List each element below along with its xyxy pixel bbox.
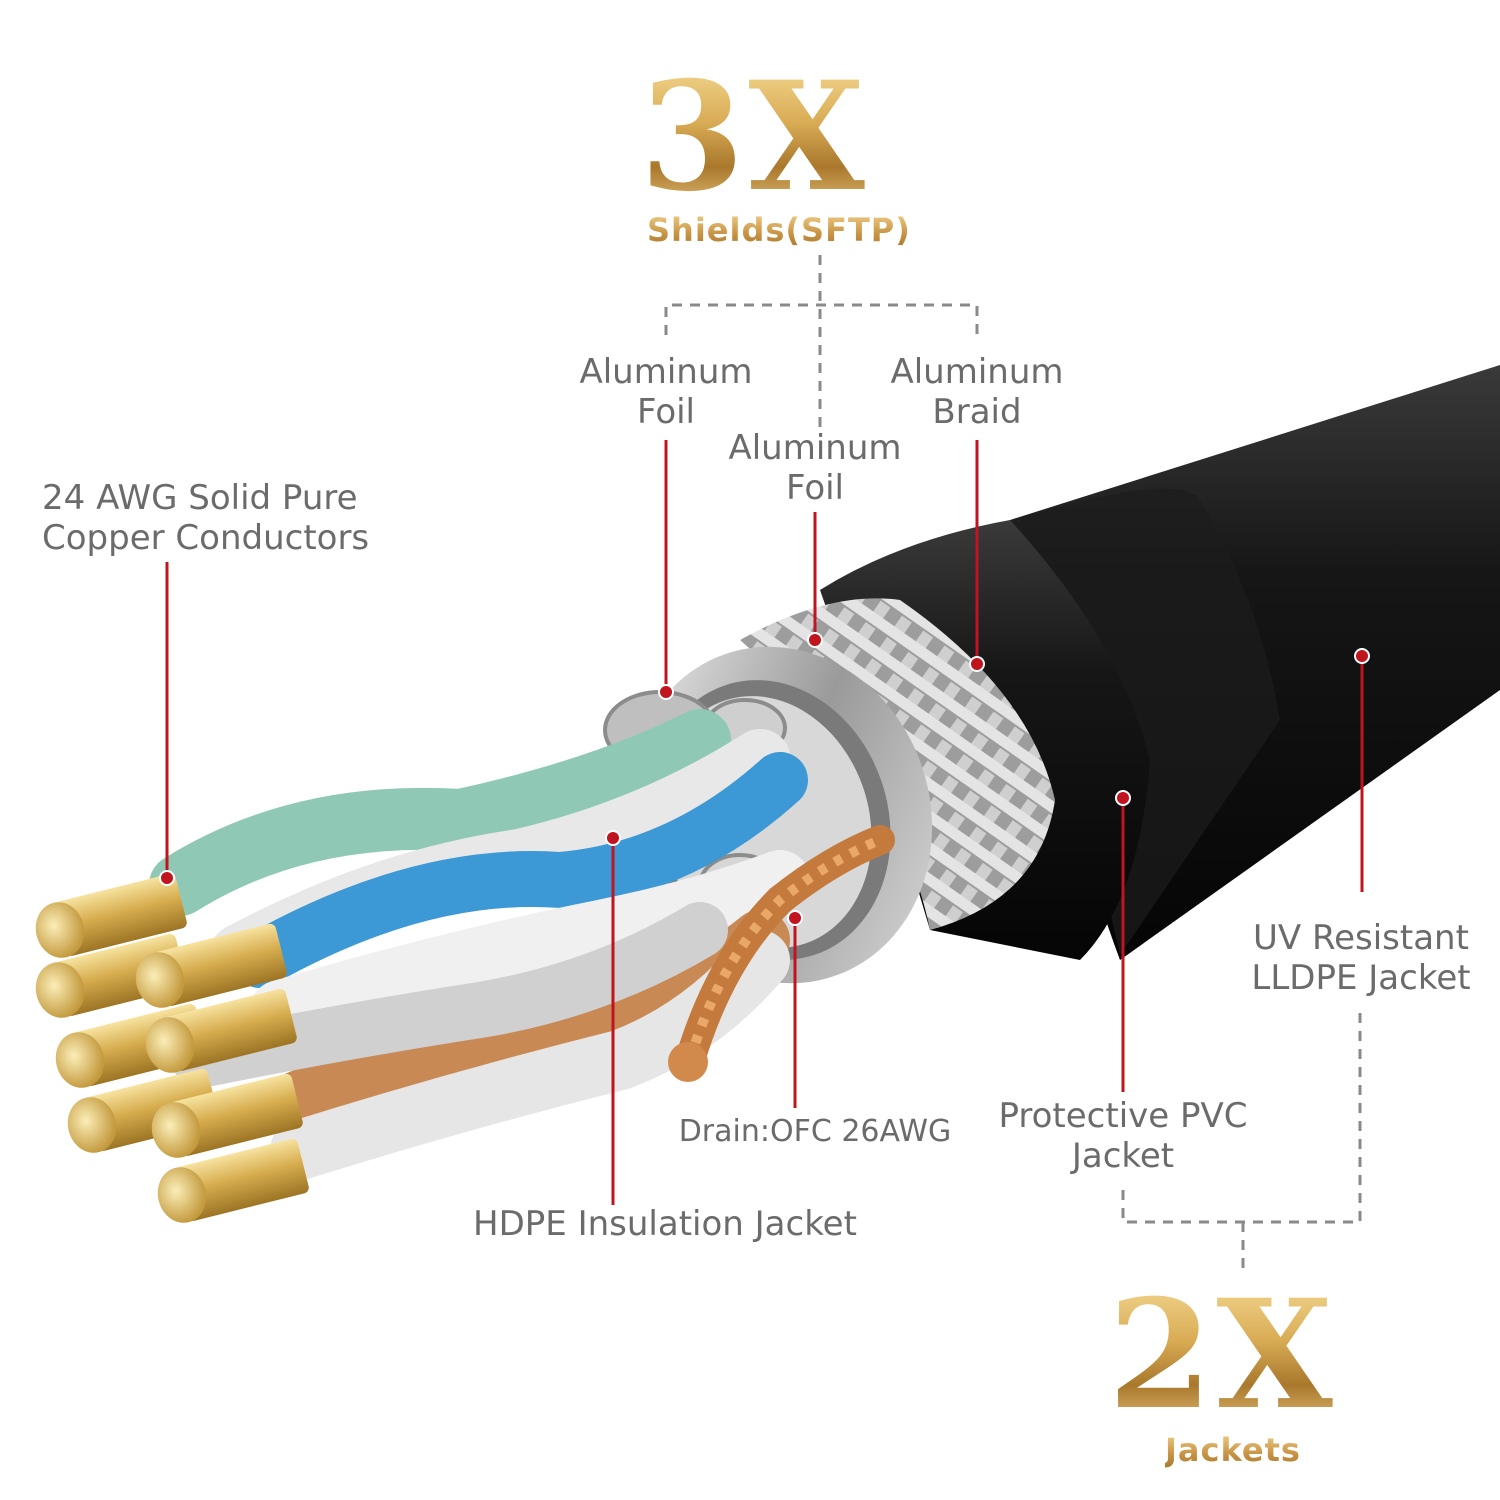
label-aluminum-foil-outer: Aluminum Foil xyxy=(579,352,753,432)
label-drain: Drain:OFC 26AWG xyxy=(678,1114,952,1149)
headline-bottom-sub: Jackets xyxy=(1165,1431,1301,1469)
headline-top-big: 3X xyxy=(640,49,869,225)
label-aluminum-foil-inner: Aluminum Foil xyxy=(728,428,902,508)
top-bracket xyxy=(664,255,979,430)
label-uv: UV Resistant LLDPE Jacket xyxy=(1251,918,1471,998)
label-pvc: Protective PVC Jacket xyxy=(998,1096,1248,1176)
label-conductors: 24 AWG Solid Pure Copper Conductors xyxy=(42,478,370,558)
label-hdpe: HDPE Insulation Jacket xyxy=(473,1204,857,1244)
headline-bottom-big: 2X xyxy=(1108,1267,1337,1443)
gold-pins xyxy=(35,873,309,1223)
label-aluminum-braid: Aluminum Braid xyxy=(890,352,1064,432)
drain-wire xyxy=(668,825,895,1082)
bottom-bracket xyxy=(1121,1005,1362,1275)
leader-dots xyxy=(159,632,1370,926)
headline-top-sub: Shields(SFTP) xyxy=(647,211,911,249)
leader-lines xyxy=(165,440,1364,1205)
